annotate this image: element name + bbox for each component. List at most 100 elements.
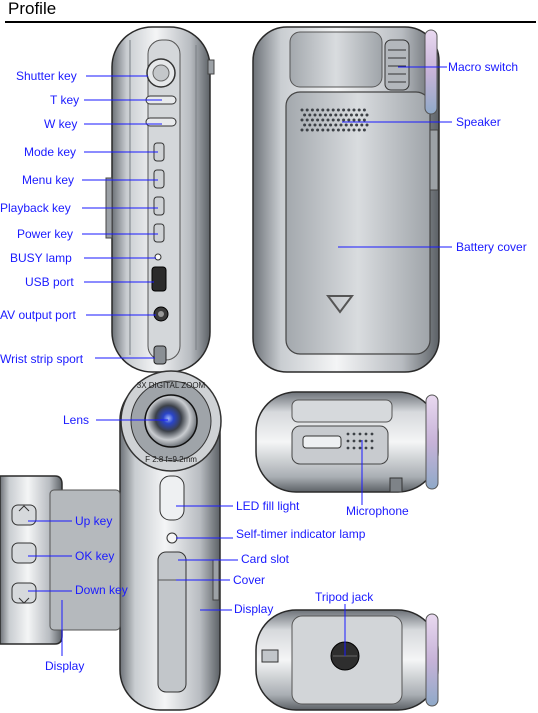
speaker-hole	[362, 108, 366, 112]
speaker-hole	[321, 108, 325, 112]
speaker-hole	[331, 108, 335, 112]
speaker-hole	[303, 113, 307, 117]
speaker-hole	[305, 108, 309, 112]
label-shutter-key: Shutter key	[16, 69, 77, 83]
display-closeup	[0, 475, 121, 645]
speaker-hole	[349, 113, 353, 117]
label-microphone: Microphone	[346, 504, 409, 518]
speaker-hole	[326, 128, 330, 132]
microphone-hole	[346, 446, 350, 450]
label-playback-key: Playback key	[0, 201, 71, 215]
label-speaker: Speaker	[456, 115, 501, 129]
speaker-hole	[365, 113, 369, 117]
microphone-hole	[364, 446, 368, 450]
speaker-hole	[310, 128, 314, 132]
label-ok-key: OK key	[75, 549, 115, 563]
label-led-fill-light: LED fill light	[236, 499, 300, 513]
speaker-hole	[347, 128, 351, 132]
camera-side-view	[105, 26, 215, 373]
microphone-hole	[370, 432, 374, 436]
microphone-hole	[352, 432, 356, 436]
microphone-hole	[352, 439, 356, 443]
speaker-hole	[357, 128, 361, 132]
speaker-hole	[342, 118, 346, 122]
speaker-hole	[318, 123, 322, 127]
label-cover: Cover	[233, 573, 266, 587]
speaker-hole	[365, 123, 369, 127]
card-slot-cover[interactable]	[157, 551, 187, 693]
speaker-hole	[329, 113, 333, 117]
speaker-hole	[334, 123, 338, 127]
label-busy-lamp: BUSY lamp	[10, 251, 72, 265]
label-w-key: W key	[44, 117, 78, 131]
microphone-hole	[370, 446, 374, 450]
label-menu-key: Menu key	[22, 173, 75, 187]
label-tripod-jack: Tripod jack	[315, 590, 374, 604]
microphone-hole	[364, 439, 368, 443]
speaker-hole	[316, 128, 320, 132]
page-title: Profile	[8, 0, 57, 18]
microphone-hole	[358, 446, 362, 450]
menu-key[interactable]	[153, 169, 165, 189]
label-display-closeup: Display	[45, 659, 85, 673]
label-card-slot: Card slot	[241, 552, 290, 566]
speaker-hole	[334, 113, 338, 117]
speaker-hole	[310, 118, 314, 122]
speaker-hole	[303, 123, 307, 127]
speaker-hole	[342, 128, 346, 132]
playback-key[interactable]	[153, 196, 165, 216]
microphone-hole	[346, 432, 350, 436]
speaker-hole	[305, 118, 309, 122]
speaker-hole	[326, 108, 330, 112]
speaker-hole	[300, 108, 304, 112]
speaker-hole	[344, 123, 348, 127]
speaker-grille	[300, 108, 369, 132]
speaker-hole	[336, 108, 340, 112]
label-self-timer-lamp: Self-timer indicator lamp	[236, 527, 366, 541]
microphone-hole	[358, 432, 362, 436]
macro-switch[interactable]	[384, 39, 410, 91]
lens-ring-text: 3X DIGITAL ZOOM	[137, 381, 206, 390]
label-battery-cover: Battery cover	[456, 240, 527, 254]
speaker-hole	[347, 108, 351, 112]
speaker-hole	[347, 118, 351, 122]
microphone-holes	[346, 432, 374, 450]
speaker-hole	[316, 108, 320, 112]
busy-lamp	[154, 253, 162, 261]
camera-front-view: 3X DIGITAL ZOOM F 2.8 f=9.2mm	[119, 370, 222, 711]
speaker-hole	[339, 123, 343, 127]
label-up-key: Up key	[75, 514, 113, 528]
title-rule	[5, 21, 536, 23]
speaker-hole	[308, 123, 312, 127]
microphone-hole	[346, 439, 350, 443]
label-t-key: T key	[50, 93, 80, 107]
camera-bottom-view	[255, 609, 439, 711]
self-timer-lamp	[166, 532, 178, 544]
lens-spec-text: F 2.8 f=9.2mm	[145, 455, 197, 464]
led-fill-light	[159, 475, 185, 521]
speaker-hole	[310, 108, 314, 112]
speaker-hole	[329, 123, 333, 127]
speaker-hole	[323, 113, 327, 117]
speaker-hole	[331, 128, 335, 132]
microphone-hole	[364, 432, 368, 436]
w-key[interactable]	[145, 117, 177, 127]
speaker-hole	[305, 128, 309, 132]
label-lens: Lens	[63, 413, 90, 427]
speaker-hole	[362, 118, 366, 122]
speaker-hole	[349, 123, 353, 127]
label-mode-key: Mode key	[24, 145, 77, 159]
microphone-hole	[370, 439, 374, 443]
speaker-hole	[336, 118, 340, 122]
camera-back-view	[252, 26, 440, 373]
speaker-hole	[360, 123, 364, 127]
power-key[interactable]	[153, 223, 165, 243]
label-down-key: Down key	[75, 583, 128, 597]
speaker-hole	[352, 108, 356, 112]
speaker-hole	[321, 118, 325, 122]
camera-top-view	[255, 391, 439, 493]
lens	[144, 394, 198, 448]
speaker-hole	[336, 128, 340, 132]
speaker-hole	[308, 113, 312, 117]
